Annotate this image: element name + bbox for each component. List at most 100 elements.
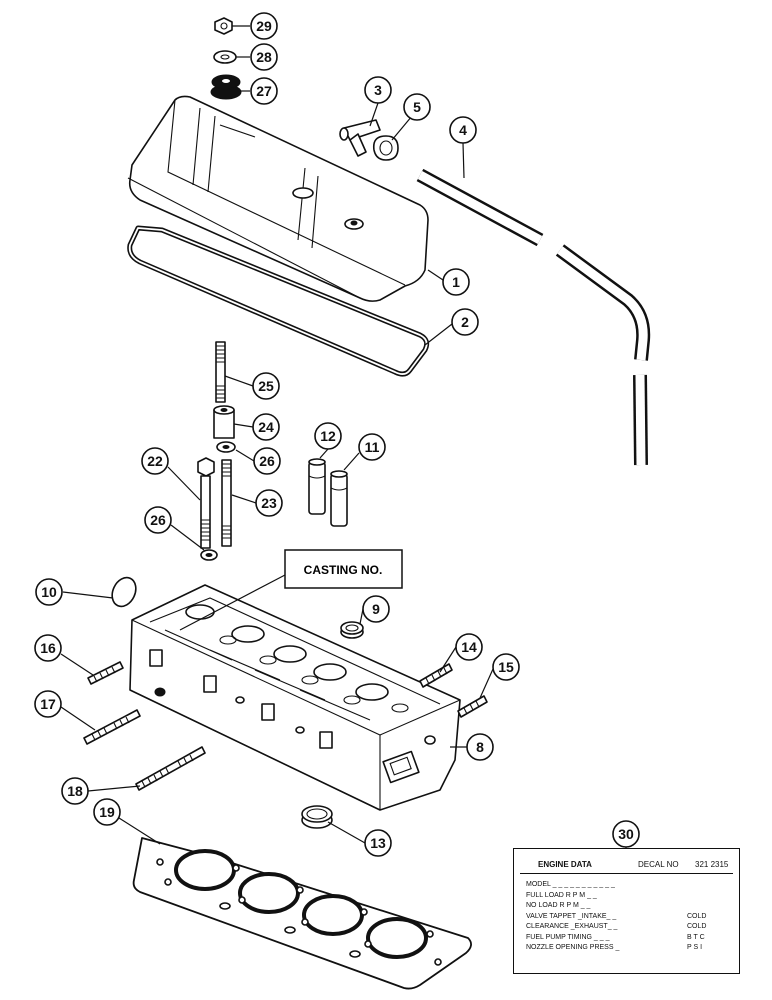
callout-16: 16 (34, 634, 62, 662)
callout-10: 10 (35, 578, 63, 606)
stud-18 (135, 746, 206, 791)
callout-9-label: 9 (372, 601, 380, 617)
decal-row-label: NO LOAD R P M _ _ (526, 902, 591, 909)
callout-17-label: 17 (40, 696, 56, 712)
decal-row: NOZZLE OPENING PRESS _P S I (526, 944, 731, 955)
callout-23-label: 23 (261, 495, 277, 511)
callout-1-label: 1 (452, 274, 460, 290)
callout-22: 22 (141, 447, 169, 475)
valve-guide-11 (330, 470, 348, 527)
decal-rows: MODEL _ _ _ _ _ _ _ _ _ _ _ FULL LOAD R … (526, 881, 731, 955)
callout-28: 28 (250, 43, 278, 71)
decal-row: FUEL PUMP TIMING _ _ _ B T C (526, 934, 731, 945)
breather-hose (416, 168, 651, 466)
stud-14 (419, 663, 453, 688)
stud-17 (83, 709, 141, 745)
decal-row: MODEL _ _ _ _ _ _ _ _ _ _ _ (526, 881, 731, 892)
callout-9: 9 (362, 595, 390, 623)
engine-data-decal: ENGINE DATA DECAL NO 321 2315 MODEL _ _ … (513, 848, 740, 974)
decal-row-label: FUEL PUMP TIMING _ _ _ (526, 933, 610, 941)
expansion-plug-10 (111, 576, 137, 608)
bolt-22 (197, 457, 215, 549)
callout-27: 27 (250, 77, 278, 105)
callout-1: 1 (442, 268, 470, 296)
callout-18: 18 (61, 777, 89, 805)
decal-row-label: MODEL _ _ _ _ _ _ _ _ _ _ _ (526, 881, 615, 888)
callout-4-label: 4 (459, 122, 467, 138)
hose-clamp (372, 135, 399, 161)
decal-row-label: FULL LOAD R P M _ _ (526, 891, 597, 899)
head-gasket (132, 837, 472, 990)
decal-row-label: VALVE TAPPET _INTAKE_ _ (526, 912, 617, 920)
nut-26-lower (200, 549, 218, 561)
callout-11: 11 (358, 433, 386, 461)
decal-row: CLEARANCE _EXHAUST_ _ COLD (526, 923, 731, 934)
callout-22-label: 22 (147, 453, 163, 469)
casting-number-label: CASTING NO. (179, 549, 403, 631)
callout-10-label: 10 (41, 584, 57, 600)
decal-row: NO LOAD R P M _ _ (526, 902, 731, 913)
callout-14: 14 (455, 633, 483, 661)
callout-13: 13 (364, 829, 392, 857)
decal-row: FULL LOAD R P M _ _ (526, 892, 731, 903)
callout-13-label: 13 (370, 835, 386, 851)
callout-25-label: 25 (258, 378, 274, 394)
decal-row-value: B T C (687, 933, 705, 941)
casting-number-text: CASTING NO. (304, 563, 383, 577)
decal-row: VALVE TAPPET _INTAKE_ _ COLD (526, 913, 731, 924)
decal-number-label: DECAL NO (638, 860, 679, 869)
tee-fitting (339, 119, 381, 157)
callout-30: 30 (612, 820, 640, 848)
decal-header: ENGINE DATA DECAL NO 321 2315 (520, 855, 733, 874)
callout-12-label: 12 (320, 428, 336, 444)
washer-28 (213, 50, 237, 64)
callout-26-upper-label: 26 (259, 453, 275, 469)
seal-13 (301, 805, 333, 829)
callout-19: 19 (93, 798, 121, 826)
callout-26-upper: 26 (253, 447, 281, 475)
callout-15-label: 15 (498, 659, 514, 675)
stud-25 (215, 341, 226, 403)
decal-title: ENGINE DATA (538, 860, 592, 869)
valve-cover (127, 95, 429, 302)
callout-23: 23 (255, 489, 283, 517)
valve-guide-12 (308, 458, 326, 515)
callout-16-label: 16 (40, 640, 56, 656)
decal-row-value: COLD (687, 912, 707, 920)
callout-24: 24 (252, 413, 280, 441)
washer-26-upper (216, 441, 236, 453)
callout-19-label: 19 (99, 804, 115, 820)
spacer-24 (213, 405, 235, 439)
decal-row-label: CLEARANCE _EXHAUST_ _ (526, 923, 618, 930)
callout-29: 29 (250, 12, 278, 40)
grommet-27 (210, 74, 242, 100)
stud-15 (457, 695, 488, 718)
callout-12: 12 (314, 422, 342, 450)
cylinder-head (129, 584, 461, 811)
callout-30-label: 30 (618, 826, 634, 842)
callout-29-label: 29 (256, 18, 272, 34)
callout-26-lower-label: 26 (150, 512, 166, 528)
callout-11-label: 11 (365, 439, 380, 455)
decal-number: 321 2315 (695, 860, 729, 869)
nut-29 (214, 17, 233, 35)
callout-18-label: 18 (67, 783, 83, 799)
callout-2-label: 2 (461, 314, 469, 330)
callout-3-label: 3 (374, 82, 382, 98)
callout-27-label: 27 (256, 83, 272, 99)
callout-5: 5 (403, 93, 431, 121)
leader-lines (60, 25, 494, 845)
callout-17: 17 (34, 690, 62, 718)
callout-8: 8 (466, 733, 494, 761)
callout-8-label: 8 (476, 739, 484, 755)
callout-26-lower: 26 (144, 506, 172, 534)
decal-row-label: NOZZLE OPENING PRESS _ (526, 944, 620, 951)
callout-4: 4 (449, 116, 477, 144)
decal-row-value: COLD (687, 923, 707, 930)
callout-14-label: 14 (461, 639, 477, 655)
callout-15: 15 (492, 653, 520, 681)
callout-5-label: 5 (413, 99, 421, 115)
seal-9 (340, 621, 364, 639)
callout-25: 25 (252, 372, 280, 400)
